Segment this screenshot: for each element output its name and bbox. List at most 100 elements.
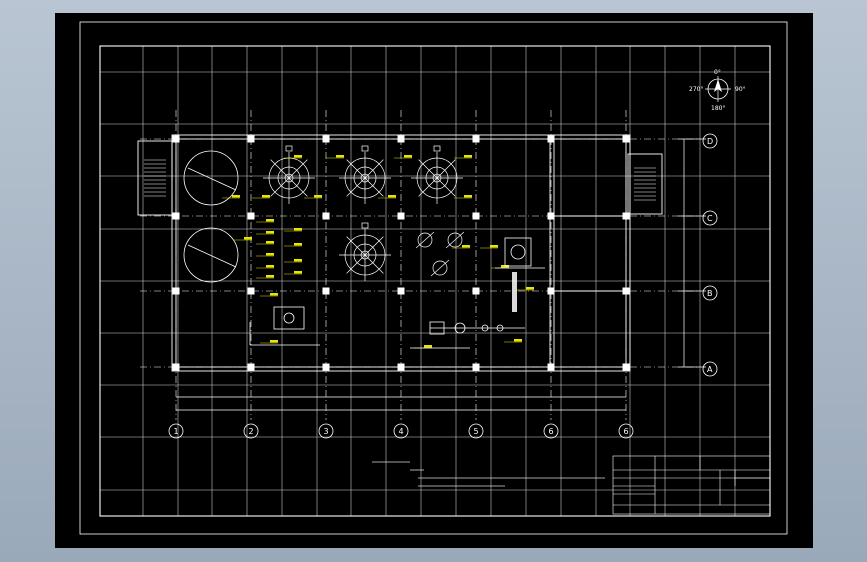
floor-plan-drawing: 0° 90° 180° 270° <box>79 21 788 535</box>
valve-circle <box>447 232 463 248</box>
column-axis-bubble: 6 <box>618 423 634 439</box>
vessel-spoke <box>436 177 456 197</box>
column <box>547 212 555 220</box>
vessel-spoke <box>270 159 290 179</box>
reactor-vessel <box>339 222 391 281</box>
bubble-circle <box>702 361 718 377</box>
bubble-label: D <box>707 137 713 146</box>
row-axis-bubble: D <box>702 133 718 149</box>
annotation-text-mark <box>404 155 412 158</box>
annotation-text-mark <box>424 345 432 348</box>
annotation-text-mark <box>526 287 534 290</box>
annotation-text-mark <box>514 339 522 342</box>
row-axis-bubble: B <box>702 285 718 301</box>
column <box>322 135 330 143</box>
column <box>622 135 630 143</box>
bubble-circle <box>468 423 484 439</box>
annotation-text-mark <box>266 231 274 234</box>
column <box>397 212 405 220</box>
vessel-nozzle <box>361 145 369 152</box>
column <box>172 363 180 371</box>
compass-west: 270° <box>689 86 703 93</box>
bubble-circle <box>318 423 334 439</box>
bubble-label: A <box>707 365 713 374</box>
column <box>172 287 180 295</box>
annotation-text-mark <box>490 245 498 248</box>
row-axis-bubbles: D C B A <box>702 133 718 377</box>
valve-circle <box>417 232 433 248</box>
column <box>247 363 255 371</box>
storage-tank <box>183 227 239 283</box>
valve-line <box>445 231 465 249</box>
annotation-text-mark <box>266 241 274 244</box>
column-axis-bubble: 6 <box>543 423 559 439</box>
column <box>397 363 405 371</box>
annotation-text-mark <box>336 155 344 158</box>
bubble-label: 1 <box>174 427 179 436</box>
column <box>547 287 555 295</box>
vessel-nozzle <box>433 145 441 152</box>
column-axis-bubble: 3 <box>318 423 334 439</box>
compass-south: 180° <box>711 105 725 112</box>
vessel-spoke <box>346 177 366 197</box>
column <box>247 135 255 143</box>
vessel-spoke <box>364 236 384 256</box>
annotation-text-mark <box>388 195 396 198</box>
annotation-text-mark <box>232 195 240 198</box>
column <box>547 363 555 371</box>
annotation-text-mark <box>262 195 270 198</box>
bubble-circle <box>243 423 259 439</box>
building-walls <box>137 134 663 372</box>
vessel-nozzle <box>361 222 369 229</box>
annotation-text-mark <box>266 265 274 268</box>
cad-viewport[interactable]: 0° 90° 180° 270° <box>55 13 813 548</box>
vessel-nozzle <box>285 145 293 152</box>
annotation-text-mark <box>314 195 322 198</box>
column <box>172 135 180 143</box>
column <box>247 212 255 220</box>
compass-rose: 0° 90° 180° 270° <box>689 69 746 112</box>
vessel-symbols <box>263 145 465 281</box>
column <box>397 287 405 295</box>
column <box>322 287 330 295</box>
annotation-text-mark <box>464 155 472 158</box>
reactor-vessel <box>263 145 315 204</box>
piping <box>249 237 545 349</box>
vessel-spoke <box>346 254 366 274</box>
column <box>622 363 630 371</box>
vessel-spoke <box>270 177 290 197</box>
column <box>322 212 330 220</box>
bubble-label: C <box>707 214 713 223</box>
reactor-vessel <box>411 145 463 204</box>
valve-line <box>430 259 450 277</box>
axis-lines <box>140 110 700 420</box>
vessel-spoke <box>364 159 384 179</box>
bubble-circle <box>543 423 559 439</box>
valve-circle <box>432 260 448 276</box>
vessel-spoke <box>364 177 384 197</box>
column-axis-bubble: 5 <box>468 423 484 439</box>
vessel-spoke <box>418 177 438 197</box>
bubble-label: B <box>707 289 713 298</box>
stair-treads <box>144 159 656 201</box>
bubble-circle <box>618 423 634 439</box>
column <box>622 212 630 220</box>
column <box>472 135 480 143</box>
column <box>472 212 480 220</box>
annotation-text-mark <box>266 219 274 222</box>
annotation-text-mark <box>294 259 302 262</box>
row-axis-bubble: C <box>702 210 718 226</box>
bubble-circle <box>702 210 718 226</box>
title-block <box>612 455 771 515</box>
annotation-text-mark <box>464 195 472 198</box>
outer-frame <box>79 21 788 535</box>
annotation-text-mark <box>270 340 278 343</box>
bubble-circle <box>702 285 718 301</box>
bubble-label: 6 <box>624 427 629 436</box>
storage-tank <box>183 150 239 206</box>
annotation-text-mark <box>294 271 302 274</box>
vessel-spoke <box>288 159 308 179</box>
bubble-label: 3 <box>324 427 329 436</box>
design-notes <box>372 461 605 487</box>
column-axis-bubble: 1 <box>168 423 184 439</box>
